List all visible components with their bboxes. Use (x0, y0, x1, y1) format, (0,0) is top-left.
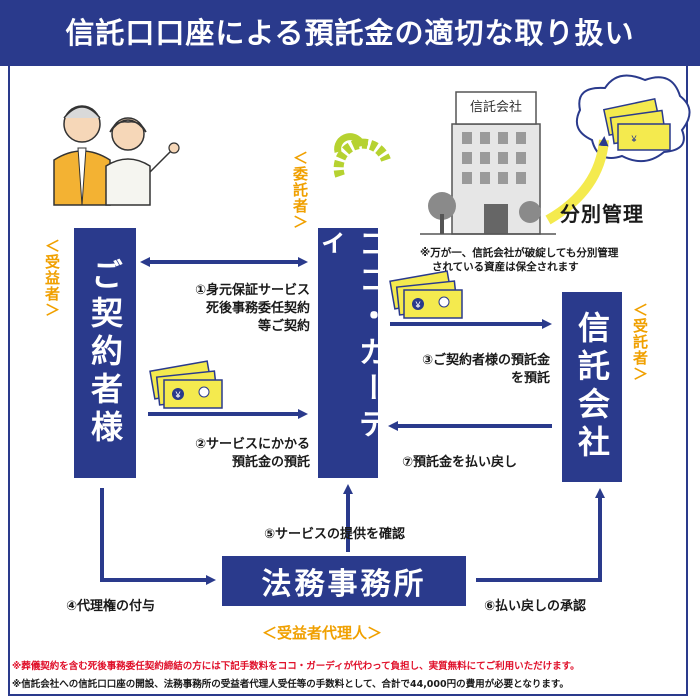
step7-label: ⑦預託金を払い戻し (402, 455, 518, 470)
cloud-banknotes-illustration (576, 74, 691, 163)
safety-note-line1: ※万が一、信託会社が破綻しても分別管理 (420, 247, 619, 259)
step6-label: ⑥払い戻しの承認 (484, 599, 587, 614)
role-beneficiary: ＜受益者＞ (43, 238, 61, 318)
step1-line2: 死後事務委任契約 (205, 301, 310, 316)
step1-line1: ①身元保証サービス (194, 283, 310, 298)
diagram-frame (8, 66, 688, 696)
page-title: 信託口口座による預託金の適切な取り扱い (65, 16, 635, 50)
title-bar: 信託口口座による預託金の適切な取り扱い (0, 0, 700, 66)
step2-line1: ②サービスにかかる (194, 437, 310, 452)
step2-line2: 預託金の預託 (231, 455, 310, 470)
arrow-step4 (100, 488, 216, 585)
banknotes-step3 (389, 270, 463, 319)
role-trustee: ＜受託者＞ (631, 302, 649, 382)
step3-label: ③ご契約者様の預託金 を預託 (380, 352, 550, 388)
step1-label: ①身元保証サービス 死後事務委任契約 等ご契約 (150, 282, 310, 336)
node-law-office: 法務事務所 (222, 556, 466, 606)
arrow-step6 (476, 488, 605, 582)
step3-line2: を預託 (510, 371, 550, 386)
step3-line1: ③ご契約者様の預託金 (421, 353, 550, 368)
trust-building-illustration (420, 91, 556, 235)
footnote-fee-waiver: ※葬儀契約を含む死後事務委任契約締結の方には下記手数料をココ・ガーディが代わって… (12, 661, 580, 672)
role-trustor: ＜委託者＞ (291, 150, 309, 230)
node-coco-gardy: ココ・ガーディ (309, 228, 388, 478)
step4-label: ④代理権の付与 (66, 599, 156, 614)
safety-note: ※万が一、信託会社が破綻しても分別管理 されている資産は保全されます (420, 246, 690, 274)
building-sign: 信託会社 (469, 100, 522, 115)
yen-symbol-step2: ¥ (174, 390, 181, 400)
step2-label: ②サービスにかかる 預託金の預託 (150, 436, 310, 472)
segregation-arrow (545, 136, 609, 225)
yen-symbol-step3: ¥ (414, 300, 421, 310)
node-customer: ご契約者様 (74, 228, 136, 478)
safety-note-line2: されている資産は保全されます (432, 261, 579, 273)
banknotes-step2 (149, 360, 223, 409)
elderly-couple-illustration (53, 105, 180, 206)
coco-gardy-logo (333, 133, 391, 178)
step5-label: ⑤サービスの提供を確認 (264, 527, 406, 542)
yen-symbol-cloud: ¥ (630, 134, 637, 144)
role-beneficiary-agent: ＜受益者代理人＞ (262, 624, 383, 642)
step1-line3: 等ご契約 (257, 319, 310, 334)
segregation-label: 分別管理 (560, 202, 644, 226)
node-trust-company: 信託会社 (562, 292, 622, 482)
footnote-fee-total: ※信託会社への信託口口座の開設、法務事務所の受益者代理人受任等の手数料として、合… (12, 679, 569, 690)
